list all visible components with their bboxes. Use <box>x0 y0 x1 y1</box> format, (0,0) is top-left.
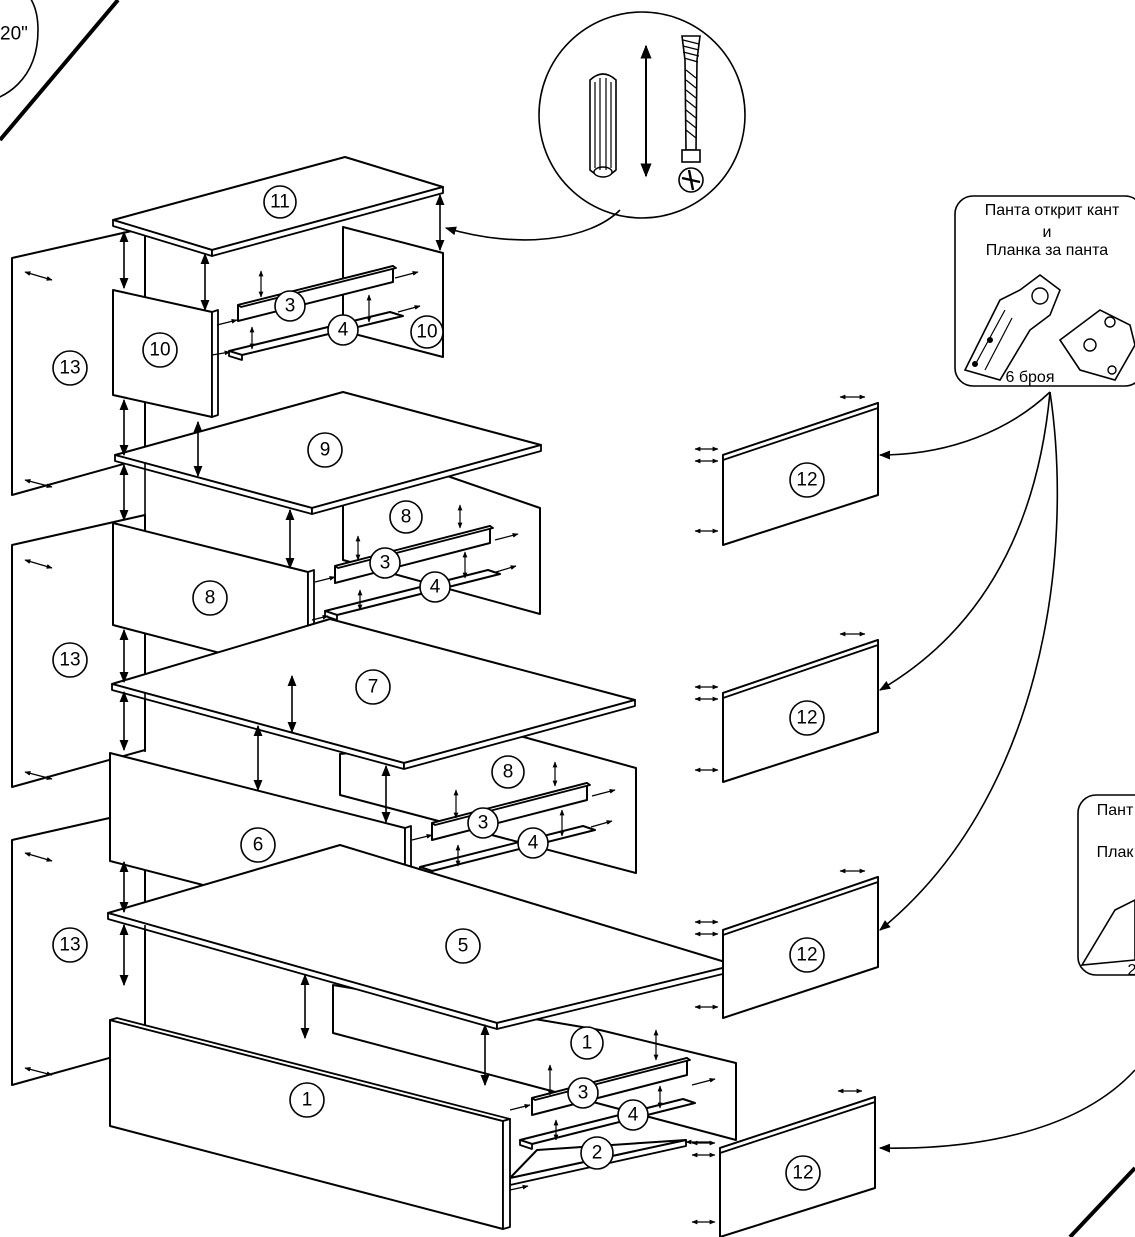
hinge-qty: 6 броя <box>1006 369 1055 386</box>
rail-4-top: 4 <box>228 311 404 361</box>
front-panel-1: 1 <box>109 1017 511 1230</box>
part-label-p1-front: 1 <box>302 1090 313 1111</box>
part-label-p12-a: 12 <box>796 470 817 491</box>
side-panel-13-bottom: 13 <box>11 809 146 1086</box>
door-12-d: 12 <box>691 1088 876 1237</box>
fitting-detail <box>444 11 746 241</box>
rail-3-bottom: 3 <box>531 1057 691 1116</box>
part-label-p13-c: 13 <box>59 935 80 956</box>
part-label-p10-back: 10 <box>416 322 437 343</box>
part-label-p3-a: 3 <box>285 296 296 317</box>
part-label-p4-a: 4 <box>338 320 349 341</box>
part-label-p8-back-a: 8 <box>401 507 412 528</box>
part-label-p8-back-b: 8 <box>503 762 514 783</box>
hinge-plate-icon <box>1058 309 1135 381</box>
hinge-callout: Панта открит кант и Планка за панта 6 бр… <box>878 195 1135 931</box>
rail-4-bottom: 4 <box>519 1098 696 1150</box>
part-label-p12-d: 12 <box>792 1163 813 1184</box>
hinge2-plate: Плак <box>1097 844 1135 861</box>
side-panel-13-top: 13 <box>11 227 146 496</box>
part-label-p3-d: 3 <box>578 1083 589 1104</box>
rail-4-middle: 4 <box>324 569 501 621</box>
part-label-p9: 9 <box>320 440 331 461</box>
part-label-p8-front: 8 <box>205 588 216 609</box>
frame-diagonal <box>1068 1166 1135 1237</box>
door-12-a: 12 <box>694 394 879 546</box>
hinge-icon <box>963 274 1061 381</box>
part-label-p11: 11 <box>270 192 290 213</box>
shelf-5: 5 <box>107 844 736 1030</box>
corner-badge-text: 20" <box>0 24 28 45</box>
part-label-p10-front: 10 <box>149 340 170 361</box>
part-label-p12-b: 12 <box>796 708 817 729</box>
bottom-panel-2: 2 <box>509 1136 687 1186</box>
hinge2-title: Пант <box>1097 802 1134 819</box>
dowel-icon <box>589 73 617 178</box>
part-label-p3-b: 3 <box>380 553 391 574</box>
rail-3-top: 3 <box>237 265 397 322</box>
front-panel-10: 10 <box>112 289 219 418</box>
shelf-9: 9 <box>114 391 542 515</box>
top-panel-11: 11 <box>112 156 444 257</box>
corner-badge: 20" <box>0 0 120 142</box>
part-label-p12-c: 12 <box>796 945 817 966</box>
part-label-p4-c: 4 <box>528 833 539 854</box>
part-label-p2: 2 <box>592 1143 603 1164</box>
hinge-callout-2: Пант Плак 2 <box>878 794 1135 1153</box>
part-label-p13-b: 13 <box>59 650 80 671</box>
part-label-p7: 7 <box>368 677 379 698</box>
part-label-p1-back: 1 <box>582 1033 593 1054</box>
part-label-p4-d: 4 <box>628 1105 639 1126</box>
door-12-c: 12 <box>694 868 879 1019</box>
hinge-plate-title: Планка за панта <box>986 242 1108 259</box>
screw-icon <box>678 35 704 193</box>
hinge-title: Панта открит кант <box>985 202 1120 219</box>
part-label-p3-c: 3 <box>478 813 489 834</box>
door-12-b: 12 <box>694 631 879 783</box>
part-label-p6: 6 <box>253 835 264 856</box>
part-label-p4-b: 4 <box>430 577 441 598</box>
back-panel-10: 10 <box>342 226 444 358</box>
part-label-p5: 5 <box>458 936 469 957</box>
part-label-p13-a: 13 <box>59 358 80 379</box>
hinge2-qty: 2 <box>1128 962 1135 979</box>
hinge-and: и <box>1043 224 1052 241</box>
